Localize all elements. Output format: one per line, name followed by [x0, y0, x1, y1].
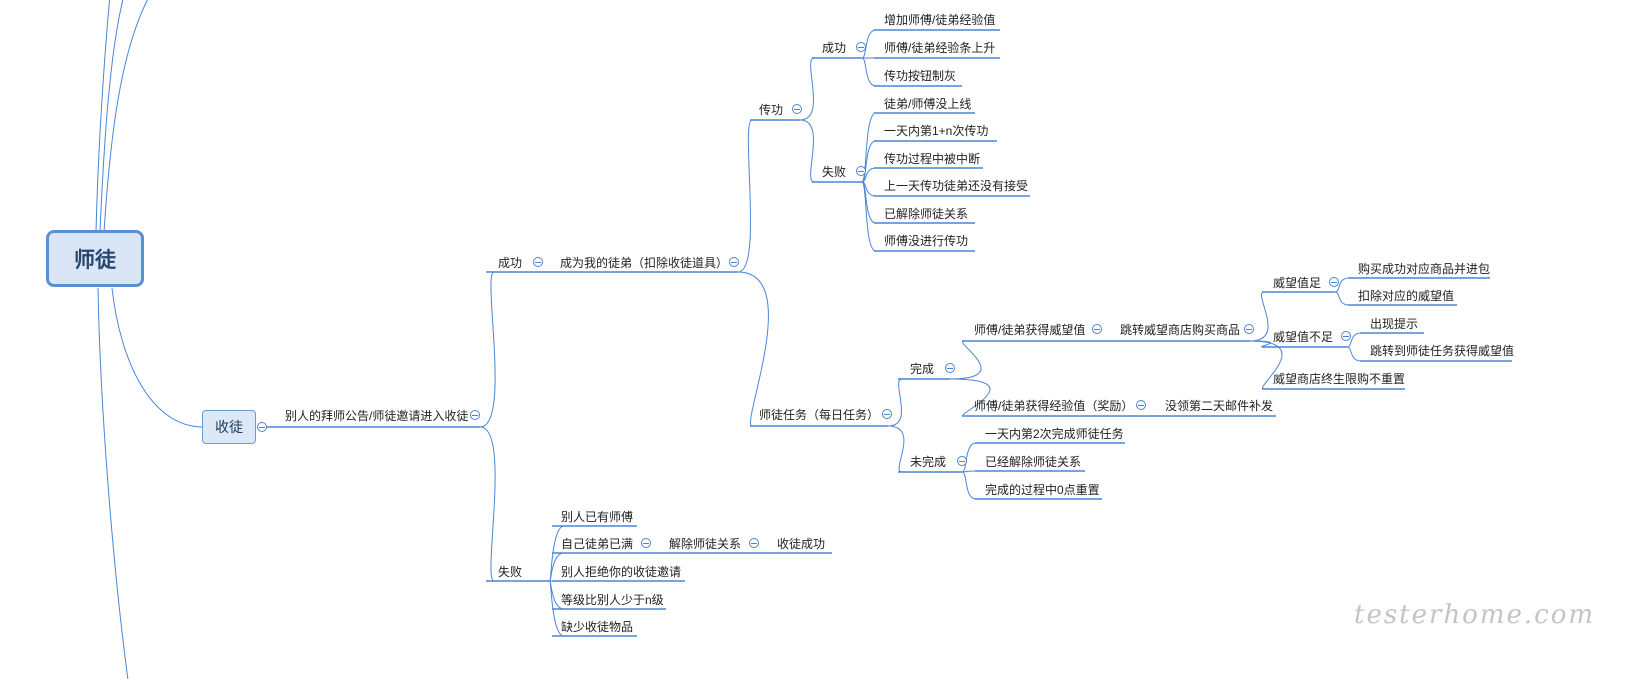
connector-3	[97, 287, 129, 679]
collapse-toggle-task-undone[interactable]	[957, 456, 967, 466]
leaf-failure[interactable]: 等级比别人少于n级	[561, 593, 664, 607]
collapse-toggle-weiwang-lack[interactable]	[1341, 331, 1351, 341]
connector-41	[949, 340, 1100, 380]
leaf-failure[interactable]: 缺少收徒物品	[561, 620, 634, 634]
leaf-unbind-result[interactable]: 收徒成功	[777, 537, 826, 551]
connector-2	[103, 0, 149, 233]
leaf-chuangong-fail[interactable]: 一天内第1+n次传功	[884, 124, 989, 138]
collapse-toggle-success[interactable]	[533, 257, 543, 267]
topic-chuangong[interactable]: 传功	[759, 103, 784, 117]
root-topic[interactable]: 师徒	[46, 230, 144, 287]
topic-get-exp[interactable]: 师傅/徒弟获得经验值（奖励）	[974, 399, 1134, 413]
collapse-toggle-weiwang-shop[interactable]	[1244, 324, 1254, 334]
topic-task-done[interactable]: 完成	[910, 362, 935, 376]
leaf-chuangong-success[interactable]: 师傅/徒弟经验条上升	[884, 41, 996, 55]
collapse-toggle-task-done[interactable]	[945, 363, 955, 373]
connector-13	[737, 271, 885, 427]
watermark-logo: testerhome.com	[1354, 600, 1596, 630]
topic-weiwang-lack[interactable]: 威望值不足	[1273, 330, 1334, 344]
collapse-toggle-shoutu[interactable]	[257, 422, 267, 432]
leaf-weiwang-limit[interactable]: 威望商店终生限购不重置	[1273, 372, 1406, 386]
topic-weiwang-shop[interactable]: 跳转威望商店购买商品	[1120, 323, 1241, 337]
connector-59	[1346, 346, 1362, 362]
collapse-toggle-unbind[interactable]	[749, 538, 759, 548]
collapse-toggle-entry[interactable]	[470, 410, 480, 420]
leaf-chuangong-success[interactable]: 增加师傅/徒弟经验值	[884, 13, 996, 27]
connector-37	[887, 378, 950, 427]
leaf-chuangong-fail[interactable]: 传功过程中被中断	[884, 152, 981, 166]
collapse-toggle-weiwang[interactable]	[1092, 324, 1102, 334]
topic-unbind[interactable]: 解除师徒关系	[669, 537, 742, 551]
connector-15	[799, 57, 862, 121]
collapse-toggle-weiwang-enough[interactable]	[1329, 277, 1339, 287]
topic-become-disciple[interactable]: 成为我的徒弟（扣除收徒道具）	[560, 256, 729, 270]
collapse-toggle-chuangong-fail[interactable]	[856, 166, 866, 176]
main-topic-shoutu[interactable]: 收徒	[202, 410, 256, 444]
connector-6	[479, 271, 550, 428]
connector-8	[479, 426, 550, 582]
leaf-weiwang-lack[interactable]: 跳转到师徒任务获得威望值	[1370, 344, 1515, 358]
leaf-weiwang-lack[interactable]: 出现提示	[1370, 317, 1419, 331]
topic-success[interactable]: 成功	[498, 256, 523, 270]
connector-55	[1334, 291, 1350, 306]
topic-chuangong-fail[interactable]: 失败	[822, 165, 847, 179]
collapse-toggle-become[interactable]	[729, 257, 739, 267]
topic-failure[interactable]: 失败	[498, 565, 523, 579]
topic-get-weiwang[interactable]: 师傅/徒弟获得威望值	[974, 323, 1086, 337]
leaf-weiwang-enough[interactable]: 购买成功对应商品并进包	[1358, 262, 1491, 276]
leaf-exp-resend[interactable]: 没领第二天邮件补发	[1165, 399, 1274, 413]
leaf-task-undone[interactable]: 完成的过程中0点重置	[985, 483, 1100, 497]
connector-11	[737, 119, 795, 273]
collapse-toggle-chuangong[interactable]	[792, 104, 802, 114]
topic-entry[interactable]: 别人的拜师公告/师徒邀请进入收徒	[285, 409, 469, 423]
leaf-failure[interactable]: 自己徒弟已满	[561, 537, 634, 551]
collapse-toggle-chuangong-success[interactable]	[856, 42, 866, 52]
collapse-toggle-exp[interactable]	[1136, 400, 1146, 410]
leaf-task-undone[interactable]: 已经解除师徒关系	[985, 455, 1082, 469]
topic-weiwang-enough[interactable]: 威望值足	[1273, 276, 1322, 290]
topic-daily-task[interactable]: 师徒任务（每日任务）	[759, 408, 880, 422]
leaf-failure[interactable]: 别人拒绝你的收徒邀请	[561, 565, 682, 579]
connector-0	[95, 0, 111, 233]
collapse-toggle-disciples-full[interactable]	[641, 538, 651, 548]
connector-65	[961, 471, 977, 500]
leaf-chuangong-fail[interactable]: 徒弟/师傅没上线	[884, 97, 972, 111]
connector-4	[111, 287, 203, 428]
leaf-failure[interactable]: 别人已有师傅	[561, 510, 634, 524]
leaf-chuangong-success[interactable]: 传功按钮制灰	[884, 69, 957, 83]
leaf-weiwang-enough[interactable]: 扣除对应的威望值	[1358, 289, 1455, 303]
topic-chuangong-success[interactable]: 成功	[822, 41, 847, 55]
connector-23	[861, 57, 877, 87]
leaf-chuangong-fail[interactable]: 上一天传功徒弟还没有接受	[884, 179, 1029, 193]
leaf-chuangong-fail[interactable]: 已解除师徒关系	[884, 207, 969, 221]
connector-1	[99, 0, 124, 233]
leaf-task-undone[interactable]: 一天内第2次完成师徒任务	[985, 427, 1124, 441]
collapse-toggle-daily-task[interactable]	[882, 409, 892, 419]
leaf-chuangong-fail[interactable]: 师傅没进行传功	[884, 234, 969, 248]
topic-task-undone[interactable]: 未完成	[910, 455, 947, 469]
